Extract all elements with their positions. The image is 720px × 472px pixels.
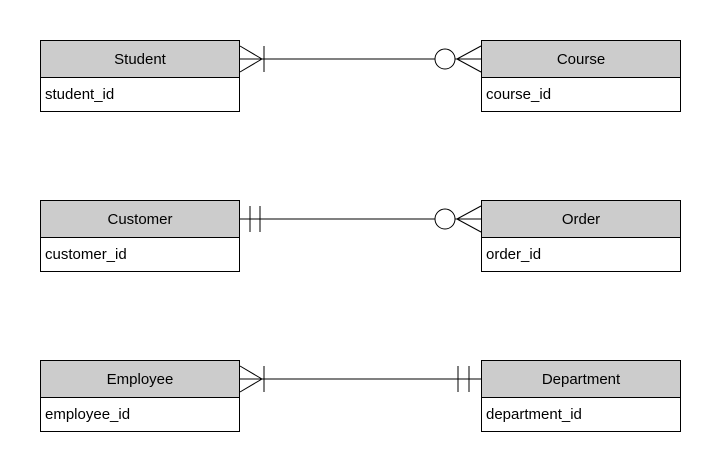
entity-title: Department [482,361,680,398]
relationship-employee-department [239,365,481,393]
entity-attribute: employee_id [45,406,131,423]
crows-foot-zero-or-many-marker [434,205,482,233]
entity-employee: Employee employee_id [40,360,240,432]
crows-foot-one-or-many-marker [239,45,265,73]
entity-title: Order [482,201,680,238]
crows-foot-zero-or-many-marker [434,45,482,73]
relationship-customer-order [240,205,482,233]
entity-attribute-list: student_id [41,78,239,111]
crows-foot-exactly-one-marker [457,366,470,392]
entity-attribute-list: course_id [482,78,680,111]
entity-attribute: order_id [486,246,542,263]
relationship-student-course [239,45,482,73]
crows-foot-one-or-many-marker [239,365,265,393]
entity-title: Employee [41,361,239,398]
entity-attribute-list: department_id [482,398,680,431]
entity-department: Department department_id [481,360,681,432]
entity-customer: Customer customer_id [40,200,240,272]
entity-attribute-list: order_id [482,238,680,271]
entity-attribute: customer_id [45,246,127,263]
entity-attribute: course_id [486,86,552,103]
entity-attribute-list: employee_id [41,398,239,431]
entity-course: Course course_id [481,40,681,112]
entity-title: Course [482,41,680,78]
entity-attribute: department_id [486,406,582,423]
entity-order: Order order_id [481,200,681,272]
crows-foot-exactly-one-marker [249,206,261,232]
entity-student: Student student_id [40,40,240,112]
entity-attribute-list: customer_id [41,238,239,271]
entity-title: Student [41,41,239,78]
entity-attribute: student_id [45,86,115,103]
entity-title: Customer [41,201,239,238]
